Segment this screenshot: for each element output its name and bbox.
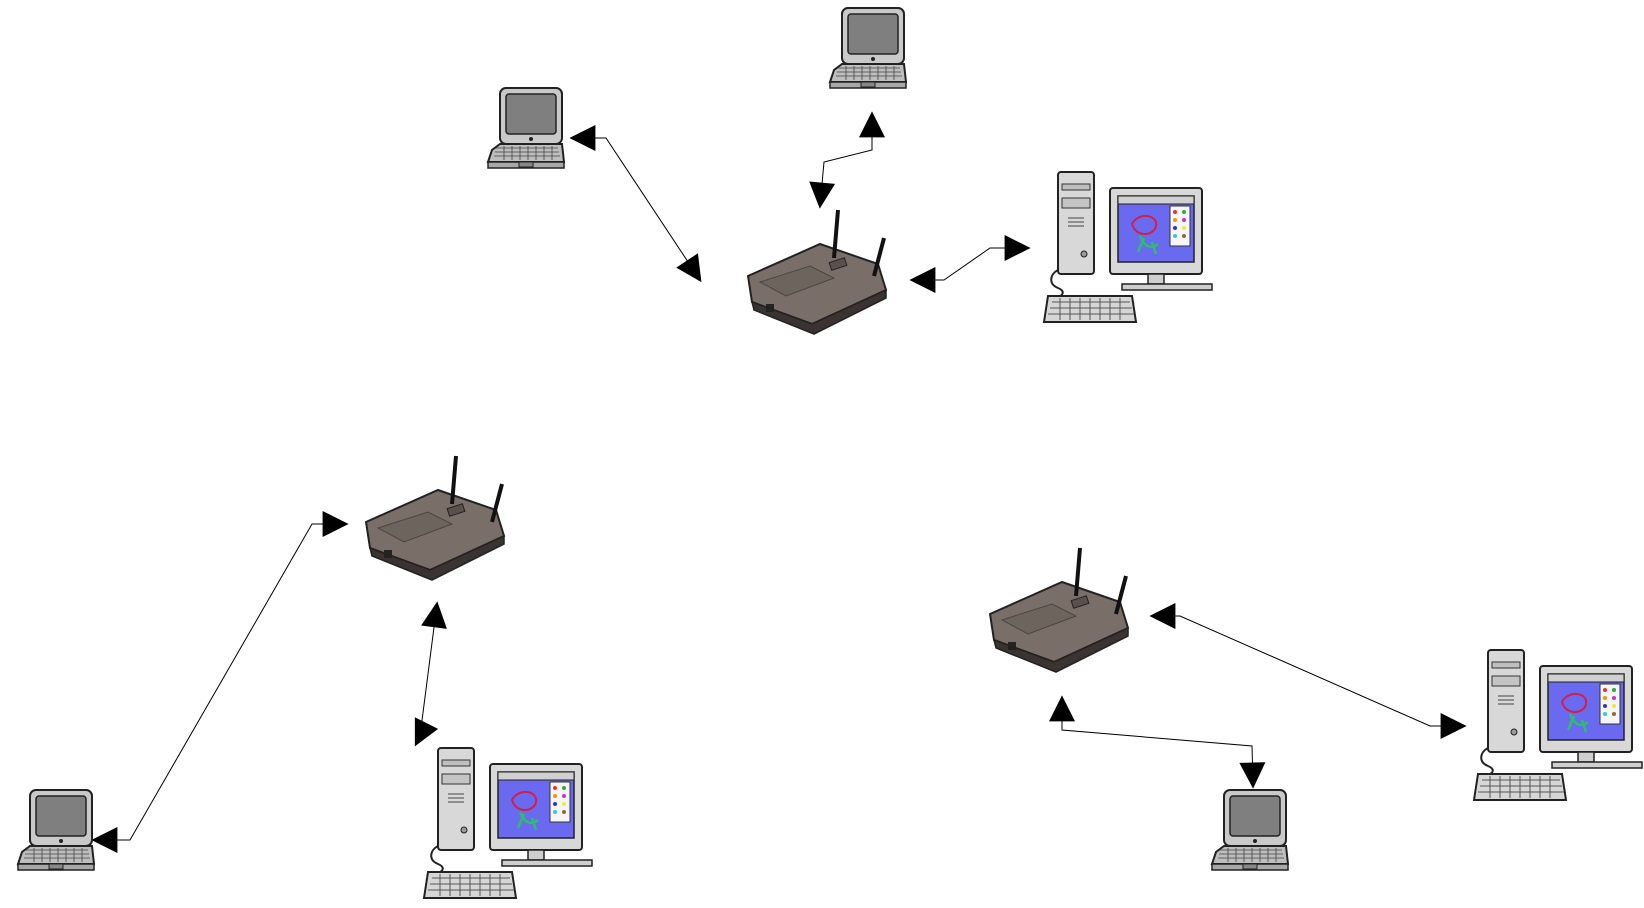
link-laptop-a-router-top — [569, 125, 702, 283]
laptop-icon — [829, 7, 907, 89]
desktop-computer-icon — [1472, 648, 1644, 802]
desktop-computer-icon — [1042, 170, 1214, 324]
link-router-right-laptop — [1049, 695, 1266, 789]
wireless-router-icon — [746, 208, 888, 336]
desktop-computer-icon — [422, 746, 594, 900]
wireless-router-icon — [364, 454, 506, 582]
link-laptop-c-router-left — [91, 511, 349, 853]
laptop-icon — [17, 789, 95, 871]
link-router-right-desktop — [1149, 603, 1467, 739]
link-router-top-desktop — [909, 235, 1031, 293]
link-laptop-b-router-top — [809, 111, 885, 209]
link-router-left-desktop — [414, 601, 447, 747]
laptop-icon — [1211, 789, 1289, 871]
wireless-router-icon — [988, 546, 1130, 674]
laptop-icon — [487, 87, 565, 169]
